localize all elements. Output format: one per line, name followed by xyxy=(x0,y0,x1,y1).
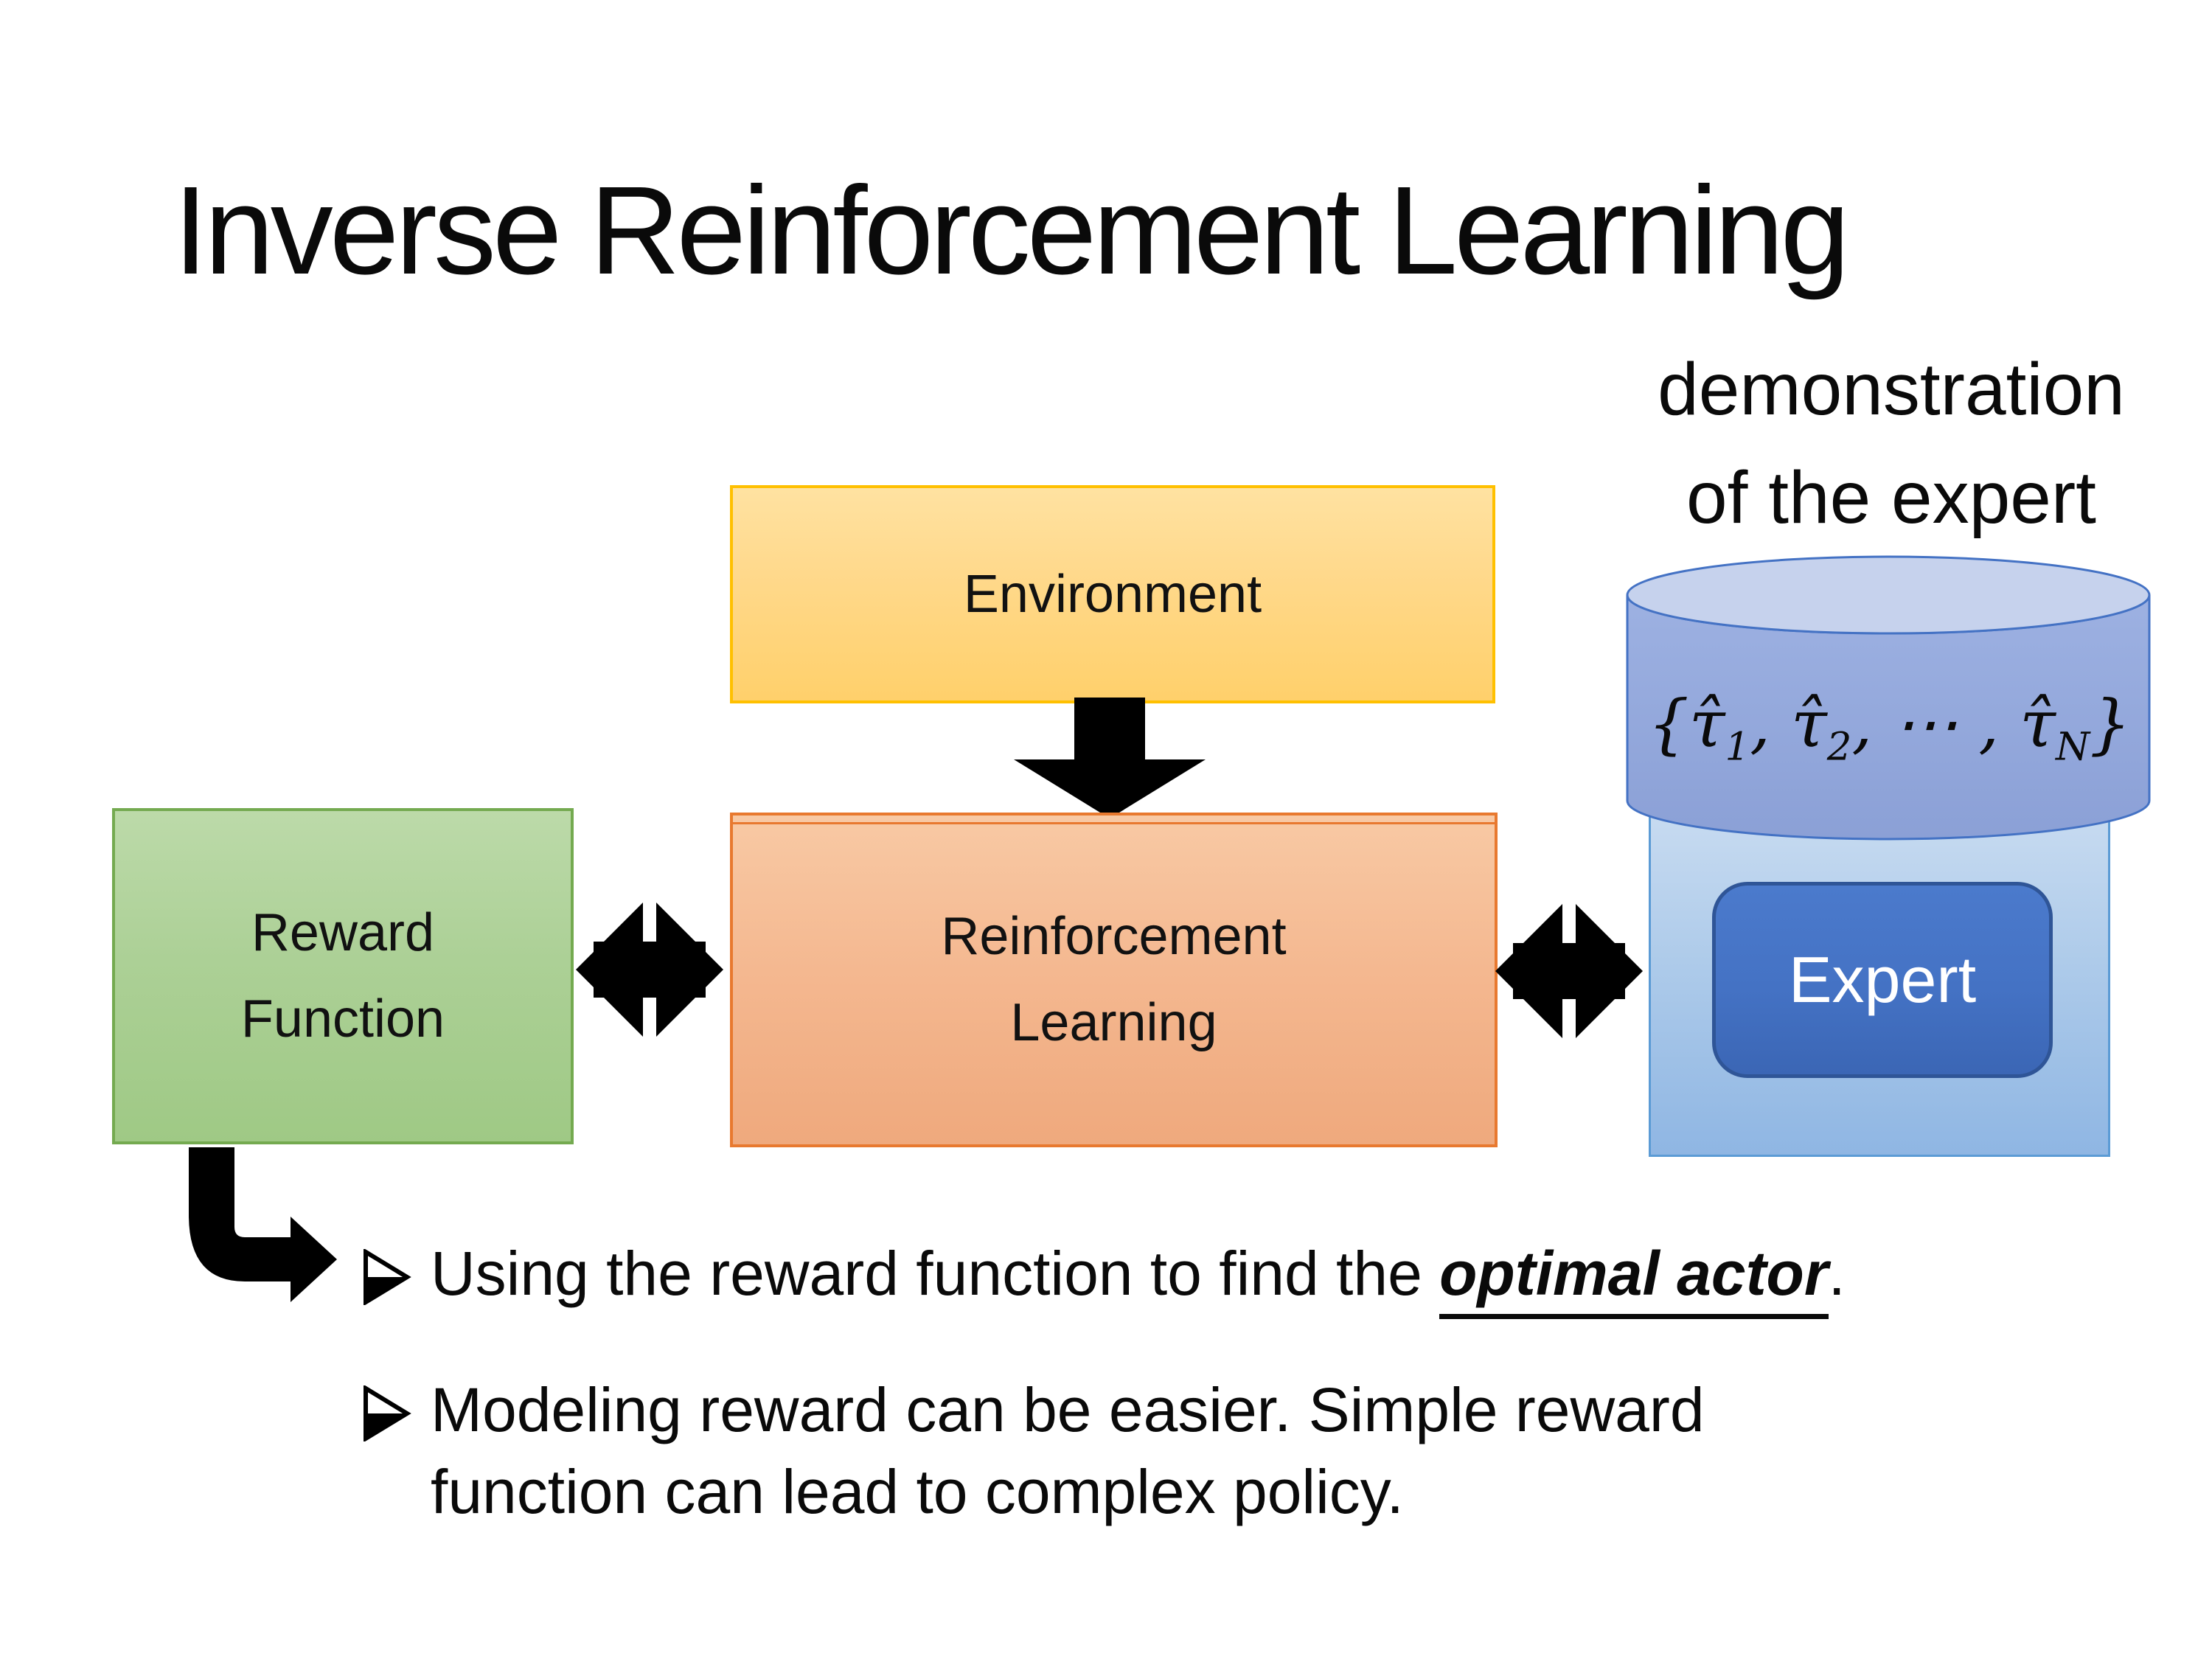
math-sep2: , ⋯ , xyxy=(1851,686,2020,762)
reward-function-label-line2: Function xyxy=(240,990,445,1048)
math-subN: N xyxy=(2055,724,2090,770)
reinforcement-learning-label-line1: Reinforcement xyxy=(941,907,1287,967)
math-tau2: τ̂ xyxy=(1791,686,1827,762)
elbow-arrow-icon xyxy=(189,1147,337,1302)
environment-label: Environment xyxy=(963,564,1262,624)
reward-function-label-line1: Reward xyxy=(251,903,435,963)
down-arrow-icon xyxy=(1014,698,1206,818)
reward-function-box: Reward Function xyxy=(112,808,574,1144)
demonstration-label: demonstration of the expert xyxy=(1563,335,2212,552)
math-close-brace: } xyxy=(2090,686,2132,762)
demonstration-label-line1: demonstration xyxy=(1658,348,2125,431)
bullet1-pre: Using the reward function to find the xyxy=(431,1239,1440,1308)
arrowhead-bullet-icon xyxy=(364,1385,411,1441)
math-sub2: 2 xyxy=(1826,724,1852,770)
bullet-list: Using the reward function to find the op… xyxy=(363,1233,1846,1587)
math-tau1: τ̂ xyxy=(1688,686,1725,762)
list-item: Modeling reward can be easier. Simple re… xyxy=(363,1369,1846,1533)
arrowhead-bullet-icon xyxy=(364,1249,411,1305)
math-sub1: 1 xyxy=(1725,724,1750,770)
math-tauN: τ̂ xyxy=(2020,686,2056,762)
bullet-text: Modeling reward can be easier. Simple re… xyxy=(431,1374,1705,1526)
double-headed-arrow-icon xyxy=(1495,897,1643,1045)
bullet1-emphasis: optimal actor xyxy=(1439,1239,1829,1319)
page-title: Inverse Reinforcement Learning xyxy=(173,161,1850,301)
math-sep1: , xyxy=(1750,686,1792,762)
expert-label: Expert xyxy=(1788,943,1977,1016)
expert-box: Expert xyxy=(1712,882,2053,1078)
math-open-brace: { xyxy=(1647,686,1689,762)
trajectory-set-label: {τ̂1, τ̂2, ⋯ , τ̂N} xyxy=(1630,686,2149,769)
reinforcement-learning-box: Reinforcement Learning xyxy=(730,813,1498,1147)
environment-box: Environment xyxy=(730,485,1495,703)
reinforcement-learning-label-line2: Learning xyxy=(1010,993,1217,1052)
bullet-text: Using the reward function to find the op… xyxy=(431,1233,1846,1319)
bullet1-post: . xyxy=(1828,1239,1846,1308)
list-item: Using the reward function to find the op… xyxy=(363,1233,1846,1319)
demonstration-label-line2: of the expert xyxy=(1686,456,2096,539)
database-cylinder-icon xyxy=(1626,555,2151,841)
double-headed-arrow-icon xyxy=(576,896,723,1043)
